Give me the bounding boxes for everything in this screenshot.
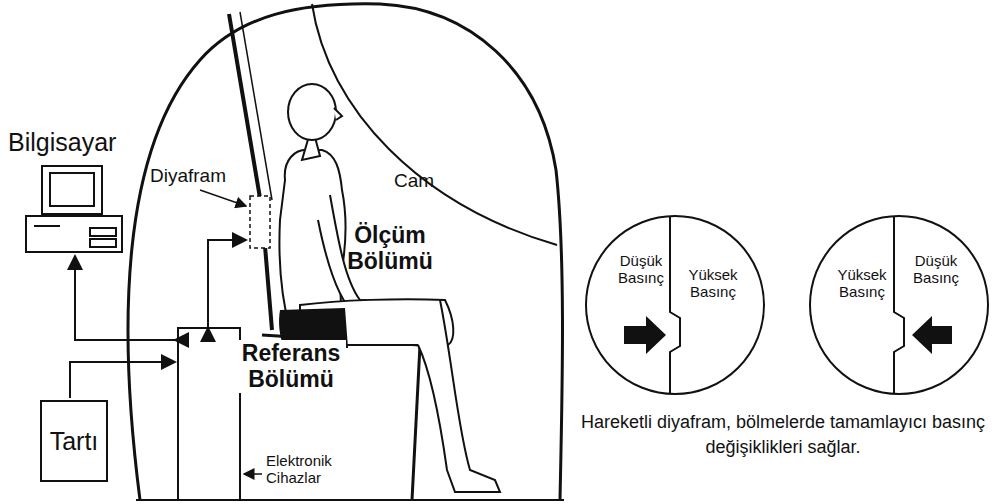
seat-divider (240, 12, 272, 200)
pressure-label: Düşük Basınç (904, 252, 968, 287)
pressure-label: Yüksek Basınç (680, 266, 746, 301)
box-label: Tartı (42, 427, 106, 456)
pressure-label: Yüksek Basınç (830, 266, 894, 301)
wire (208, 240, 246, 328)
circle-outline (584, 214, 766, 396)
electronics-box (178, 328, 240, 500)
computer-icon (26, 166, 122, 252)
part-label: Cam (384, 170, 444, 192)
wire (75, 256, 175, 340)
caption: Hareketli diyafram, bölmelerde tamamlayı… (566, 410, 1000, 460)
scale-box: Tartı (40, 400, 108, 482)
diaphragm (250, 196, 270, 248)
computer-label-node: Bilgisayar (8, 126, 148, 162)
section-label: Referans Bölümü (236, 340, 346, 393)
seat-divider (229, 14, 272, 330)
pressure-label: Düşük Basınç (610, 252, 672, 287)
section-label: Ölçüm Bölümü (340, 222, 440, 275)
circle-outline (808, 214, 990, 396)
pressure-circle: Düşük BasınçYüksek Basınç (584, 214, 766, 396)
leader-line (244, 473, 262, 475)
part-label: Diyafram (150, 165, 250, 187)
wire (70, 362, 175, 398)
computer-label: Bilgisayar (8, 128, 148, 157)
pressure-circle: Yüksek Basınç Düşük Basınç (808, 214, 990, 396)
part-label: Elektronik Cihazlar (266, 452, 366, 487)
person (279, 84, 500, 492)
leader-line (200, 190, 246, 206)
glass-window (312, 4, 557, 245)
pod-shell (128, 4, 563, 500)
